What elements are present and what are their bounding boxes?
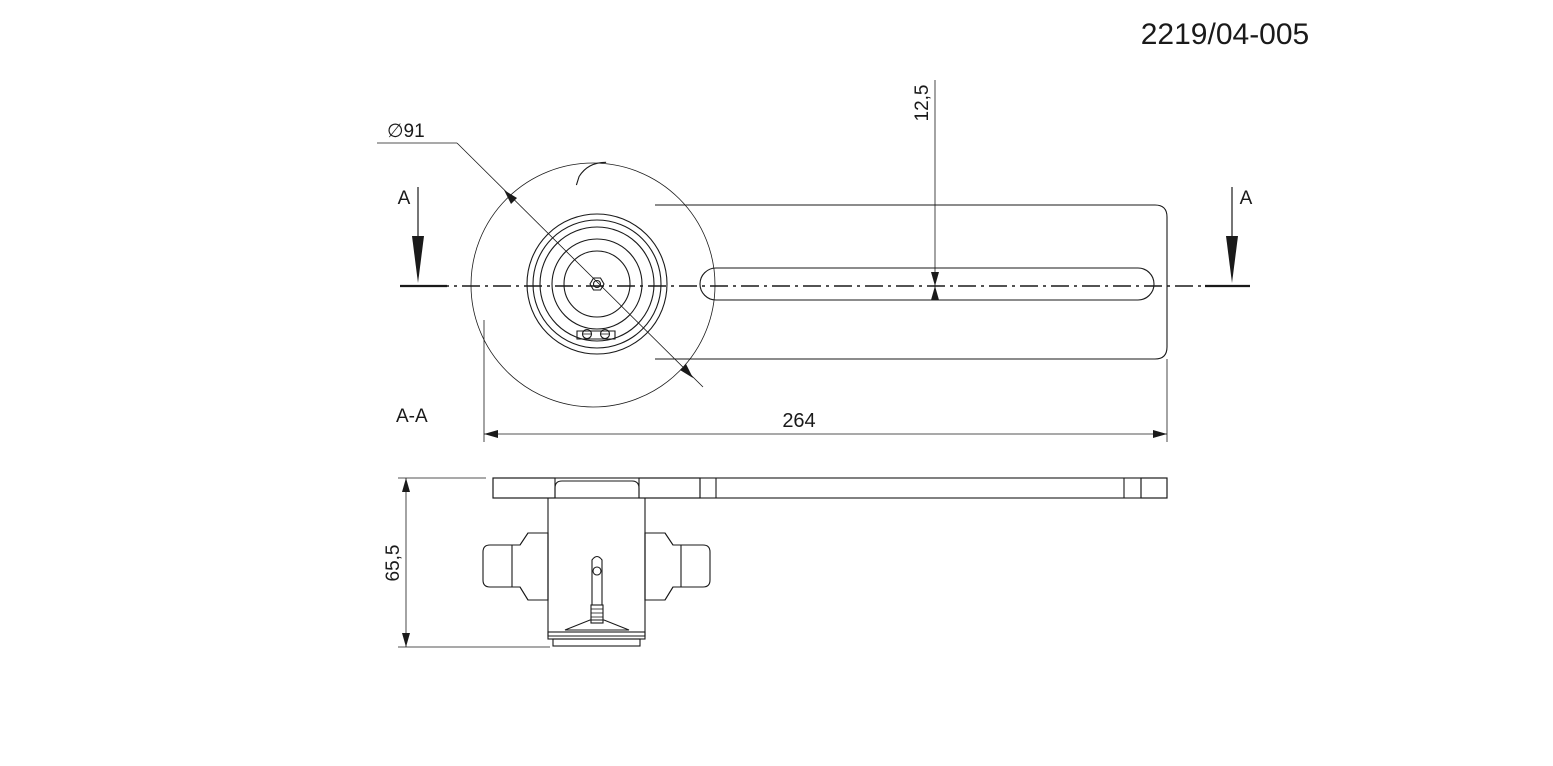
height-arrow-bottom-icon bbox=[402, 633, 410, 647]
length-label: 264 bbox=[782, 410, 815, 432]
slot-offset-arrow-top-icon bbox=[931, 272, 939, 286]
hub-ring-2 bbox=[532, 219, 662, 349]
diameter-arrow-bottom-icon bbox=[680, 364, 693, 378]
diameter-leader-diagonal bbox=[456, 142, 704, 388]
section-mark-left: A bbox=[398, 187, 447, 288]
height-dimension: 65,5 bbox=[383, 477, 550, 648]
diameter-arrow-top-icon bbox=[504, 190, 517, 204]
sprocket-section-right-outline bbox=[644, 532, 711, 601]
bottom-cover bbox=[552, 638, 641, 647]
hub-ring-3 bbox=[539, 226, 655, 342]
length-dimension: 264 bbox=[483, 320, 1168, 442]
hub-ring-outer bbox=[526, 213, 668, 355]
sprocket-hatch-left bbox=[511, 532, 549, 601]
section-mark-right: A bbox=[1205, 187, 1253, 288]
arm-plate-outline bbox=[655, 204, 1168, 360]
section-view-label: A-A bbox=[396, 406, 428, 427]
section-mark-left-label: A bbox=[398, 188, 411, 209]
section-arrow-left-icon bbox=[412, 236, 424, 283]
plate-hatch-mid bbox=[638, 477, 701, 499]
top-view bbox=[400, 161, 1250, 408]
grease-nipple-icon bbox=[589, 277, 605, 291]
channel-hole bbox=[592, 566, 602, 576]
length-arrow-right-icon bbox=[1153, 430, 1167, 438]
hub-ring-4 bbox=[551, 238, 643, 330]
hub-section bbox=[547, 480, 646, 637]
diameter-dimension: ∅91 bbox=[377, 121, 704, 388]
section-arrow-right-icon bbox=[1226, 236, 1238, 283]
section-mark-right-label: A bbox=[1240, 188, 1253, 209]
sprocket-hatch-right bbox=[644, 532, 682, 601]
grease-nipple-body-icon bbox=[590, 604, 604, 624]
height-arrow-top-icon bbox=[402, 478, 410, 492]
slot-offset-dimension: 12,5 bbox=[912, 80, 939, 300]
grease-channel bbox=[591, 555, 603, 606]
slot-offset-arrow-bottom-icon bbox=[931, 286, 939, 300]
length-arrow-left-icon bbox=[484, 430, 498, 438]
slot-offset-label: 12,5 bbox=[912, 85, 933, 122]
sprocket-teeth bbox=[575, 161, 607, 186]
section-view bbox=[482, 477, 1168, 647]
hub-ring-inner bbox=[563, 250, 631, 318]
plate-hatch-left bbox=[492, 477, 556, 499]
screw-plate bbox=[576, 330, 616, 340]
nipple-center bbox=[592, 279, 602, 289]
diameter-label: ∅91 bbox=[387, 121, 425, 142]
sprocket-section-left-outline bbox=[482, 532, 549, 601]
drawing-number: 2219/04-005 bbox=[1141, 18, 1310, 51]
plate-hatch-right bbox=[1140, 477, 1168, 499]
cover-cap bbox=[564, 619, 630, 631]
sprocket-outer-diameter bbox=[470, 162, 716, 408]
arm-slot bbox=[699, 267, 1155, 301]
height-label: 65,5 bbox=[383, 545, 404, 582]
